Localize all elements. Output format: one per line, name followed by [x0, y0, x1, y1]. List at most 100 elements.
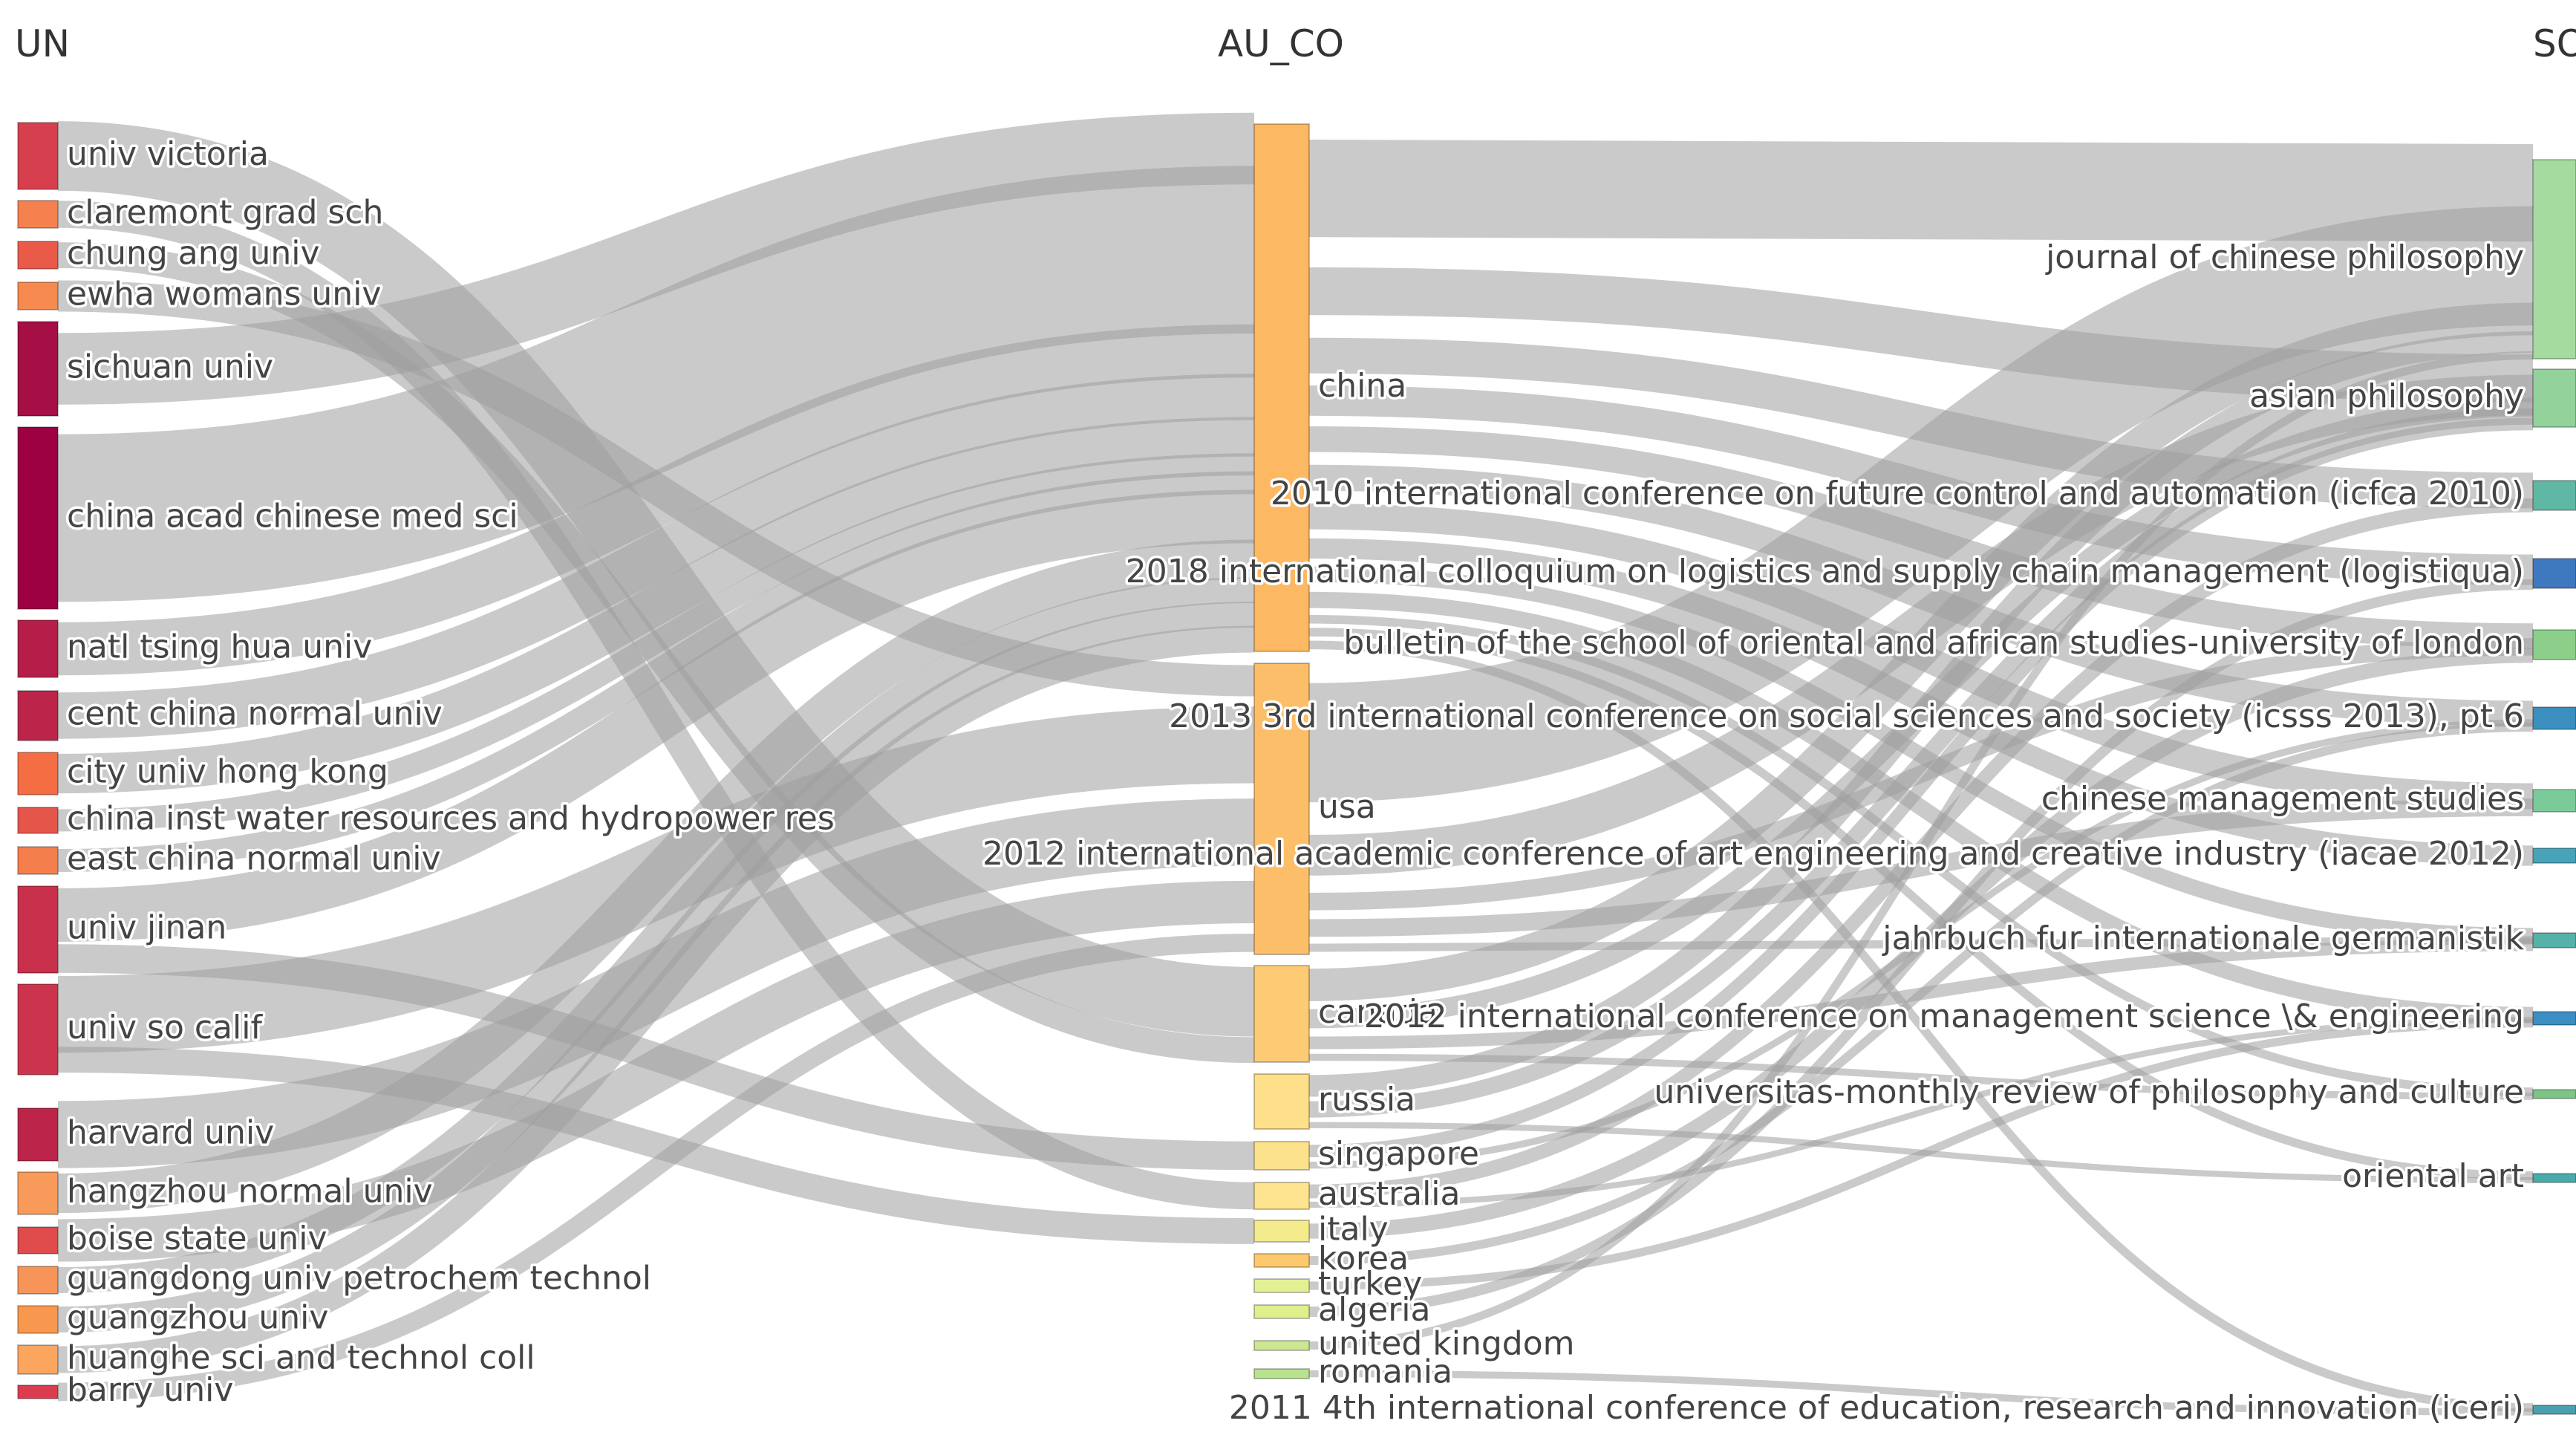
node-label-s4: 2018 international colloquium on logisti…	[1126, 553, 2524, 590]
node-au-co-c3[interactable]	[1253, 965, 1310, 1063]
flow-link-c8-s6[interactable]	[1308, 723, 2534, 1265]
node-au-co-c8[interactable]	[1253, 1253, 1310, 1268]
node-label-u15: hangzhou normal univ	[67, 1173, 433, 1211]
flow-link-c4-s1[interactable]	[1308, 331, 2534, 1097]
node-au-co-c9[interactable]	[1253, 1278, 1310, 1293]
node-so-s13[interactable]	[2532, 1405, 2576, 1415]
node-au-co-c4[interactable]	[1253, 1073, 1310, 1130]
node-au-co-c12[interactable]	[1253, 1368, 1310, 1379]
node-un-u8[interactable]	[17, 690, 59, 741]
node-un-u19[interactable]	[17, 1344, 59, 1375]
node-label-c3: canada	[1318, 993, 1438, 1031]
node-un-u4[interactable]	[17, 282, 59, 310]
column-header-un: UN	[15, 22, 70, 65]
flow-link-c1-s1[interactable]	[1308, 139, 2534, 242]
flow-link-u16-c2[interactable]	[57, 880, 1255, 1262]
node-label-u8: cent china normal univ	[67, 695, 443, 733]
flow-link-c10-s4[interactable]	[1308, 579, 2534, 1317]
flow-link-u11-c1[interactable]	[57, 471, 1255, 872]
node-au-co-c5[interactable]	[1253, 1141, 1310, 1171]
flow-link-c2-s7[interactable]	[1308, 798, 2534, 937]
flow-link-c4-s2[interactable]	[1308, 408, 2534, 1118]
flow-link-c1-s10[interactable]	[1308, 591, 2534, 1024]
node-un-u15[interactable]	[17, 1171, 59, 1215]
node-un-u17[interactable]	[17, 1266, 59, 1295]
node-au-co-c7[interactable]	[1253, 1220, 1310, 1243]
node-so-s1[interactable]	[2532, 159, 2576, 359]
node-un-u3[interactable]	[17, 241, 59, 270]
node-so-s4[interactable]	[2532, 558, 2576, 589]
node-so-s8[interactable]	[2532, 847, 2576, 864]
flow-link-u9-c1[interactable]	[57, 417, 1255, 794]
node-so-s12[interactable]	[2532, 1173, 2576, 1183]
node-un-u13[interactable]	[17, 983, 59, 1076]
node-label-c5: singapore	[1318, 1135, 1479, 1173]
flow-link-u17-c1[interactable]	[57, 576, 1255, 1294]
node-label-s7: chinese management studies	[2041, 780, 2524, 818]
node-label-u18: guangzhou univ	[67, 1299, 328, 1337]
node-label-c12: romania	[1318, 1353, 1452, 1391]
flow-link-u18-c1[interactable]	[57, 601, 1255, 1333]
node-so-s7[interactable]	[2532, 789, 2576, 813]
node-un-u12[interactable]	[17, 885, 59, 974]
flow-link-c5-s2[interactable]	[1308, 417, 2534, 1158]
flow-link-c3-s1[interactable]	[1308, 302, 2534, 1001]
node-un-u5[interactable]	[17, 321, 59, 417]
node-un-u6[interactable]	[17, 426, 59, 610]
node-un-u9[interactable]	[17, 752, 59, 795]
flow-link-c11-s1[interactable]	[1308, 351, 2534, 1350]
node-label-u19: huanghe sci and technol coll	[67, 1339, 535, 1377]
node-label-c4: russia	[1318, 1081, 1415, 1119]
flow-link-u13-c7[interactable]	[57, 1047, 1255, 1244]
node-label-u14: harvard univ	[67, 1114, 274, 1152]
node-so-s5[interactable]	[2532, 629, 2576, 660]
node-label-u11: east china normal univ	[67, 840, 441, 878]
flow-link-u6-c1[interactable]	[57, 166, 1255, 602]
flow-link-u10-c1[interactable]	[57, 453, 1255, 832]
node-label-u13: univ so calif	[67, 1009, 263, 1047]
node-label-u9: city univ hong kong	[67, 753, 388, 791]
flow-link-u8-c1[interactable]	[57, 374, 1255, 739]
node-un-u11[interactable]	[17, 846, 59, 875]
node-au-co-c10[interactable]	[1253, 1304, 1310, 1319]
flow-link-c12-s13[interactable]	[1308, 1370, 2534, 1416]
node-au-co-c6[interactable]	[1253, 1182, 1310, 1210]
node-so-s9[interactable]	[2532, 932, 2576, 948]
node-un-u1[interactable]	[17, 122, 59, 190]
node-so-s10[interactable]	[2532, 1011, 2576, 1026]
node-un-u16[interactable]	[17, 1226, 59, 1255]
node-un-u10[interactable]	[17, 807, 59, 834]
node-so-s3[interactable]	[2532, 480, 2576, 511]
node-un-u14[interactable]	[17, 1107, 59, 1162]
node-un-u7[interactable]	[17, 619, 59, 678]
node-un-u2[interactable]	[17, 200, 59, 229]
flow-link-c1-s6[interactable]	[1308, 464, 2534, 727]
node-label-u2: claremont grad sch	[67, 194, 383, 232]
flow-link-c1-s3[interactable]	[1308, 337, 2534, 509]
node-label-u7: natl tsing hua univ	[67, 628, 372, 666]
node-label-u4: ewha womans univ	[67, 276, 381, 313]
flow-link-u20-c2[interactable]	[57, 933, 1255, 1402]
node-label-u3: chung ang univ	[67, 235, 320, 273]
node-so-s2[interactable]	[2532, 368, 2576, 428]
node-so-s11[interactable]	[2532, 1089, 2576, 1099]
flow-link-u12-c1[interactable]	[57, 489, 1255, 943]
node-label-u16: boise state univ	[67, 1220, 327, 1257]
node-un-u18[interactable]	[17, 1305, 59, 1334]
node-label-s3: 2010 international conference on future …	[1271, 475, 2524, 512]
node-au-co-c1[interactable]	[1253, 123, 1310, 652]
node-au-co-c11[interactable]	[1253, 1340, 1310, 1351]
node-label-s12: oriental art	[2342, 1157, 2524, 1195]
flow-link-u7-c1[interactable]	[57, 324, 1255, 676]
node-un-u20[interactable]	[17, 1384, 59, 1399]
node-label-s13: 2011 4th international conference of edu…	[1229, 1389, 2524, 1427]
node-label-u12: univ jinan	[67, 909, 226, 947]
flow-link-u19-c1[interactable]	[57, 625, 1255, 1373]
flow-link-u5-c1[interactable]	[57, 112, 1255, 405]
node-label-c8: korea	[1318, 1240, 1409, 1278]
flow-link-u15-c1[interactable]	[57, 539, 1255, 1214]
node-so-s6[interactable]	[2532, 706, 2576, 730]
flow-link-c2-s2[interactable]	[1308, 374, 2534, 876]
flow-link-c2-s1[interactable]	[1308, 206, 2534, 803]
node-au-co-c2[interactable]	[1253, 663, 1310, 955]
